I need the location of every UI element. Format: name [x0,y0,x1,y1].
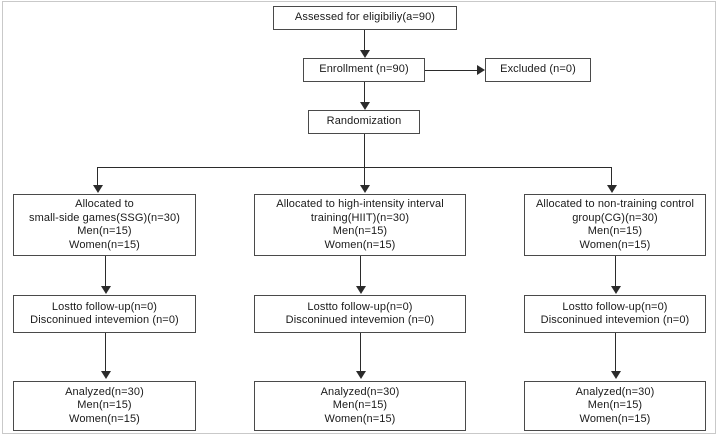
connector-assessed-to-enrollment [364,30,365,52]
analyzed-cg-line-3: Women(n=15) [579,412,651,425]
connector-randomization-stem [364,134,365,167]
allocation-cg-line-3: Men(n=15) [587,225,643,237]
analyzed-cg-box: Analyzed(n=30) Men(n=15) Women(n=15) [524,381,706,431]
arrow-assessed-to-enrollment [360,50,370,58]
assessed-for-eligibility-box: Assessed for eligibiliy(a=90) [273,6,457,30]
arrow-enrollment-to-randomization [360,102,370,110]
analyzed-hiit-line-3: Women(n=15) [324,412,396,425]
allocation-hiit-line-1: Allocated to high-intensity interval [276,198,444,210]
allocation-cg-line-4: Women(n=15) [579,238,651,251]
allocation-hiit-box: Allocated to high-intensity interval tra… [254,194,466,256]
connector-cg-followup-to-analyzed [615,333,616,373]
followup-hiit-line-2: Disconinued intevemion (n=0) [285,314,435,326]
analyzed-cg-line-2: Men(n=15) [587,399,643,412]
followup-ssg-line-2: Disconinued intevemion (n=0) [30,314,179,326]
connector-bar-to-ssg [97,167,98,187]
arrow-ssg-alloc-to-followup [101,286,111,294]
connector-hiit-alloc-to-followup [360,256,361,288]
followup-ssg-box: Lostto follow-up(n=0) Disconinued inteve… [13,295,196,333]
connector-hiit-followup-to-analyzed [360,333,361,373]
connector-ssg-followup-to-analyzed [105,333,106,373]
arrow-bar-to-cg [607,185,617,193]
allocation-hiit-line-4: Women(n=15) [324,238,396,251]
connector-allocation-distribution-bar [97,167,612,168]
followup-cg-box: Lostto follow-up(n=0) Disconinued inteve… [524,295,706,333]
enrollment-line-1: Enrollment (n=90) [319,63,409,76]
analyzed-hiit-line-1: Analyzed(n=30) [320,385,400,398]
followup-cg-line-1: Lostto follow-up(n=0) [562,300,668,313]
connector-bar-to-cg [611,167,612,187]
allocation-ssg-line-2: small-side games(SSG)(n=30) [29,211,180,224]
enrollment-box: Enrollment (n=90) [303,58,425,82]
allocation-cg-line-1: Allocated to non-training control [535,198,694,210]
followup-hiit-box: Lostto follow-up(n=0) Disconinued inteve… [254,295,466,333]
connector-cg-alloc-to-followup [615,256,616,288]
followup-cg-line-2: Disconinued intevemion (n=0) [540,314,690,326]
assessed-line-1: Assessed for eligibiliy(a=90) [294,11,436,24]
arrow-ssg-followup-to-analyzed [101,371,111,379]
allocation-ssg-line-3: Men(n=15) [77,225,132,237]
allocation-cg-line-2: group(CG)(n=30) [572,211,658,224]
followup-hiit-line-1: Lostto follow-up(n=0) [307,300,413,313]
followup-ssg-line-1: Lostto follow-up(n=0) [51,300,158,313]
arrow-cg-alloc-to-followup [611,286,621,294]
analyzed-ssg-line-1: Analyzed(n=30) [65,385,144,398]
analyzed-cg-line-1: Analyzed(n=30) [575,385,655,398]
analyzed-ssg-line-3: Women(n=15) [69,412,140,425]
analyzed-ssg-line-2: Men(n=15) [77,399,132,412]
arrow-enrollment-to-excluded [477,65,485,75]
connector-ssg-alloc-to-followup [105,256,106,288]
analyzed-hiit-box: Analyzed(n=30) Men(n=15) Women(n=15) [254,381,466,431]
allocation-ssg-box: Allocated to small-side games(SSG)(n=30)… [13,194,196,256]
connector-enrollment-to-excluded [425,70,477,71]
allocation-ssg-line-1: Allocated to [75,198,134,210]
allocation-hiit-line-2: training(HIIT)(n=30) [310,211,410,224]
excluded-box: Excluded (n=0) [485,58,591,82]
analyzed-ssg-box: Analyzed(n=30) Men(n=15) Women(n=15) [13,381,196,431]
arrow-hiit-alloc-to-followup [356,286,366,294]
randomization-line-1: Randomization [326,115,402,128]
connector-enrollment-to-randomization [364,82,365,104]
arrow-bar-to-hiit [360,185,370,193]
excluded-line-1: Excluded (n=0) [500,63,576,76]
arrow-cg-followup-to-analyzed [611,371,621,379]
connector-bar-to-hiit [364,167,365,187]
analyzed-hiit-line-2: Men(n=15) [332,399,388,412]
randomization-box: Randomization [308,110,420,134]
allocation-cg-box: Allocated to non-training control group(… [524,194,706,256]
arrow-hiit-followup-to-analyzed [356,371,366,379]
allocation-hiit-line-3: Men(n=15) [332,225,388,237]
arrow-bar-to-ssg [93,185,103,193]
allocation-ssg-line-4: Women(n=15) [69,238,140,251]
